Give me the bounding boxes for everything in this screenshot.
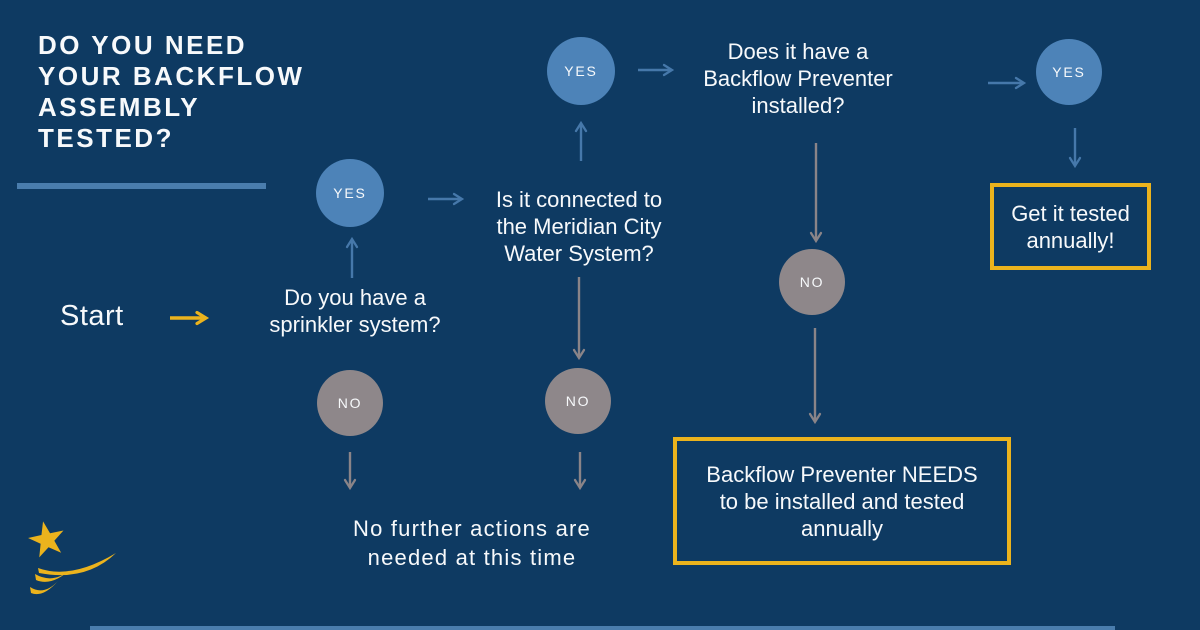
outcome-get-tested-box: Get it tested annually! bbox=[990, 183, 1151, 270]
meridian-star-swoosh-logo bbox=[28, 521, 116, 595]
outcome-install-box: Backflow Preventer NEEDS to be installed… bbox=[673, 437, 1011, 565]
outcome-no-action-text: No further actions are needed at this ti… bbox=[353, 516, 591, 570]
title-underline bbox=[17, 183, 266, 189]
swoosh-middle-icon bbox=[35, 568, 72, 582]
star-icon bbox=[28, 521, 64, 558]
page-title: DO YOU NEED YOUR BACKFLOW ASSEMBLY TESTE… bbox=[38, 30, 305, 153]
question-sprinkler: Do you have a sprinkler system? bbox=[269, 285, 441, 337]
question-connected: Is it connected to the Meridian City Wat… bbox=[495, 187, 663, 266]
no-node-connected: NO bbox=[545, 368, 611, 434]
question-preventer: Does it have a Backflow Preventer instal… bbox=[703, 39, 893, 118]
no-node-sprinkler: NO bbox=[317, 370, 383, 436]
no-node-preventer: NO bbox=[779, 249, 845, 315]
yes-node-connected: YES bbox=[547, 37, 615, 105]
swoosh-bottom-icon bbox=[30, 581, 58, 595]
bottom-accent-bar bbox=[90, 626, 1115, 630]
yes-node-preventer: YES bbox=[1036, 39, 1102, 105]
yes-node-sprinkler: YES bbox=[316, 159, 384, 227]
start-label: Start bbox=[60, 300, 124, 332]
swoosh-top-icon bbox=[38, 553, 116, 576]
